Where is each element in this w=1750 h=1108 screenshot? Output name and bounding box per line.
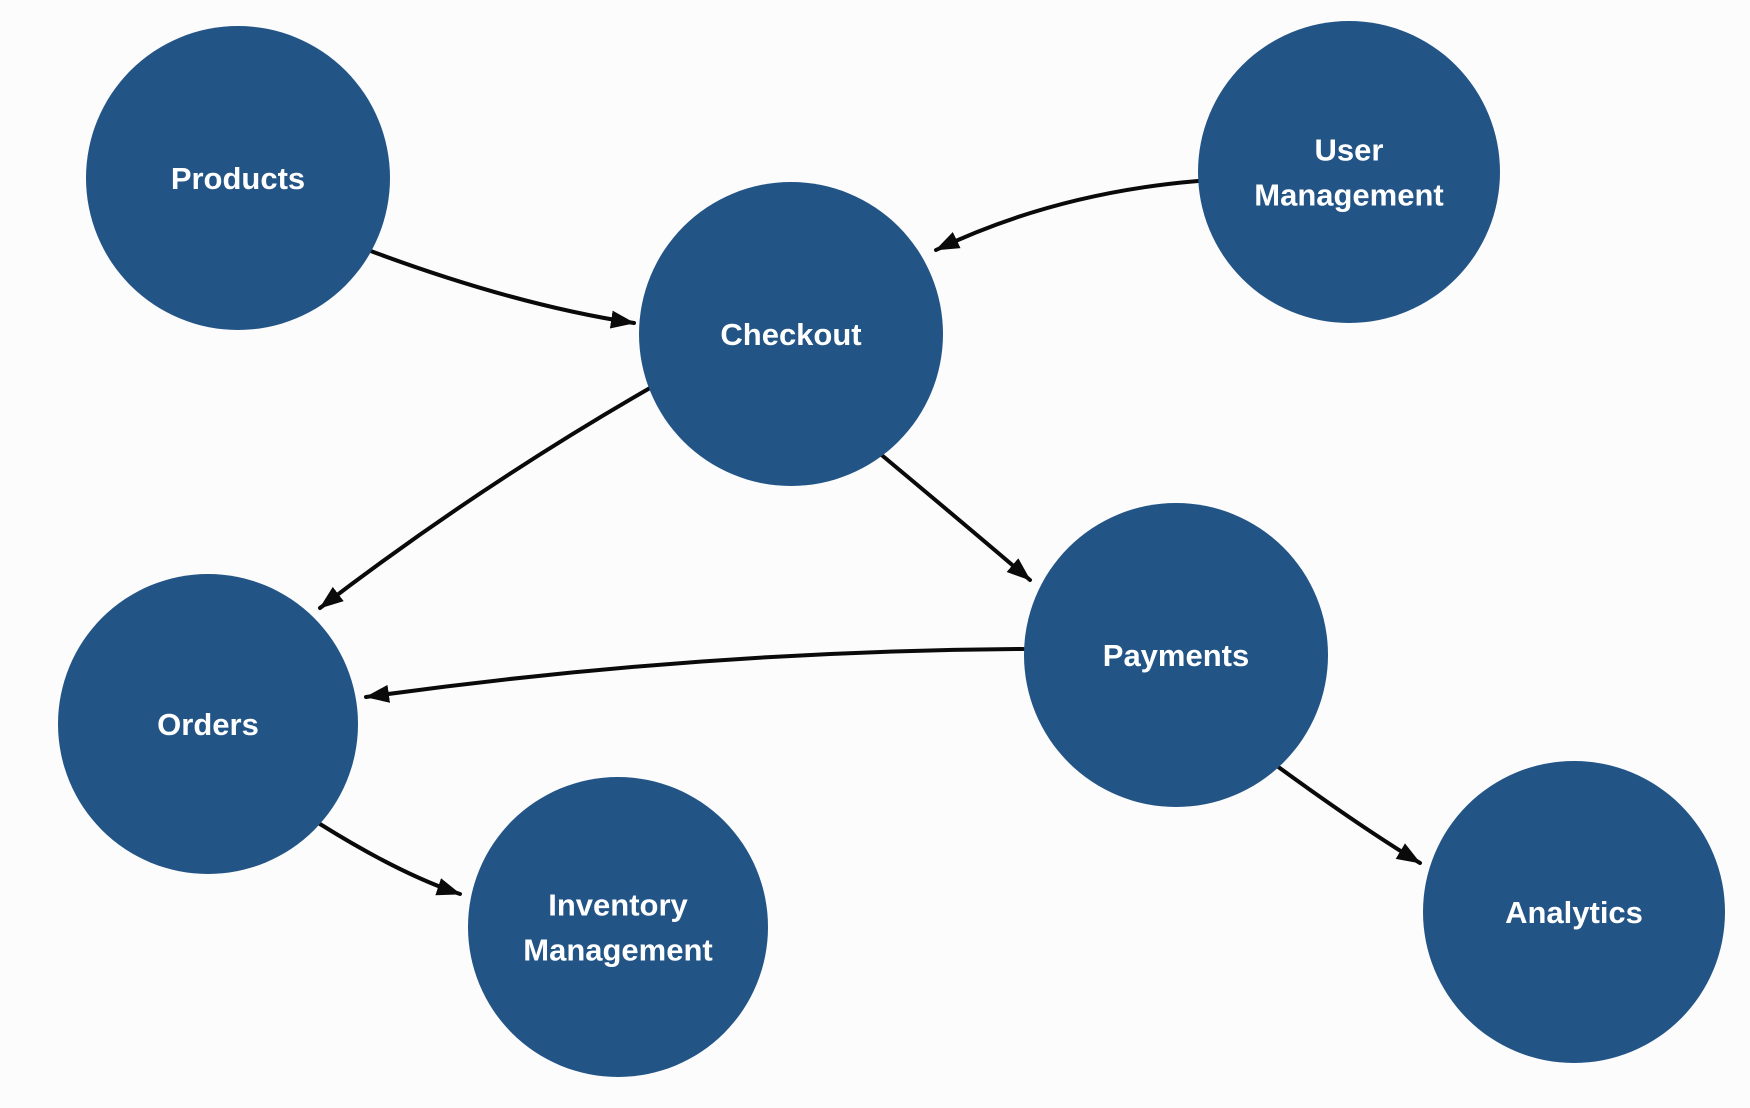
edge-payments-to-analytics [1275, 764, 1422, 865]
user-management-circle[interactable] [1198, 21, 1500, 323]
orders-circle[interactable] [58, 574, 358, 874]
node-analytics[interactable]: Analytics [1423, 761, 1725, 1063]
edges-layer [318, 179, 1422, 896]
edge-products-to-checkout [366, 248, 636, 329]
edge-checkout-to-payments [876, 450, 1032, 582]
node-products[interactable]: Products [86, 26, 390, 330]
node-orders[interactable]: Orders [58, 574, 358, 874]
edge-orders-to-inventory-management [318, 822, 462, 896]
inventory-management-circle[interactable] [468, 777, 768, 1077]
checkout-circle[interactable] [639, 182, 943, 486]
edge-payments-to-orders [364, 647, 1025, 703]
edge-user-management-to-checkout [934, 179, 1200, 252]
analytics-circle[interactable] [1423, 761, 1725, 1063]
node-payments[interactable]: Payments [1024, 503, 1328, 807]
edge-checkout-to-orders [318, 386, 652, 610]
node-checkout[interactable]: Checkout [639, 182, 943, 486]
payments-circle[interactable] [1024, 503, 1328, 807]
products-circle[interactable] [86, 26, 390, 330]
